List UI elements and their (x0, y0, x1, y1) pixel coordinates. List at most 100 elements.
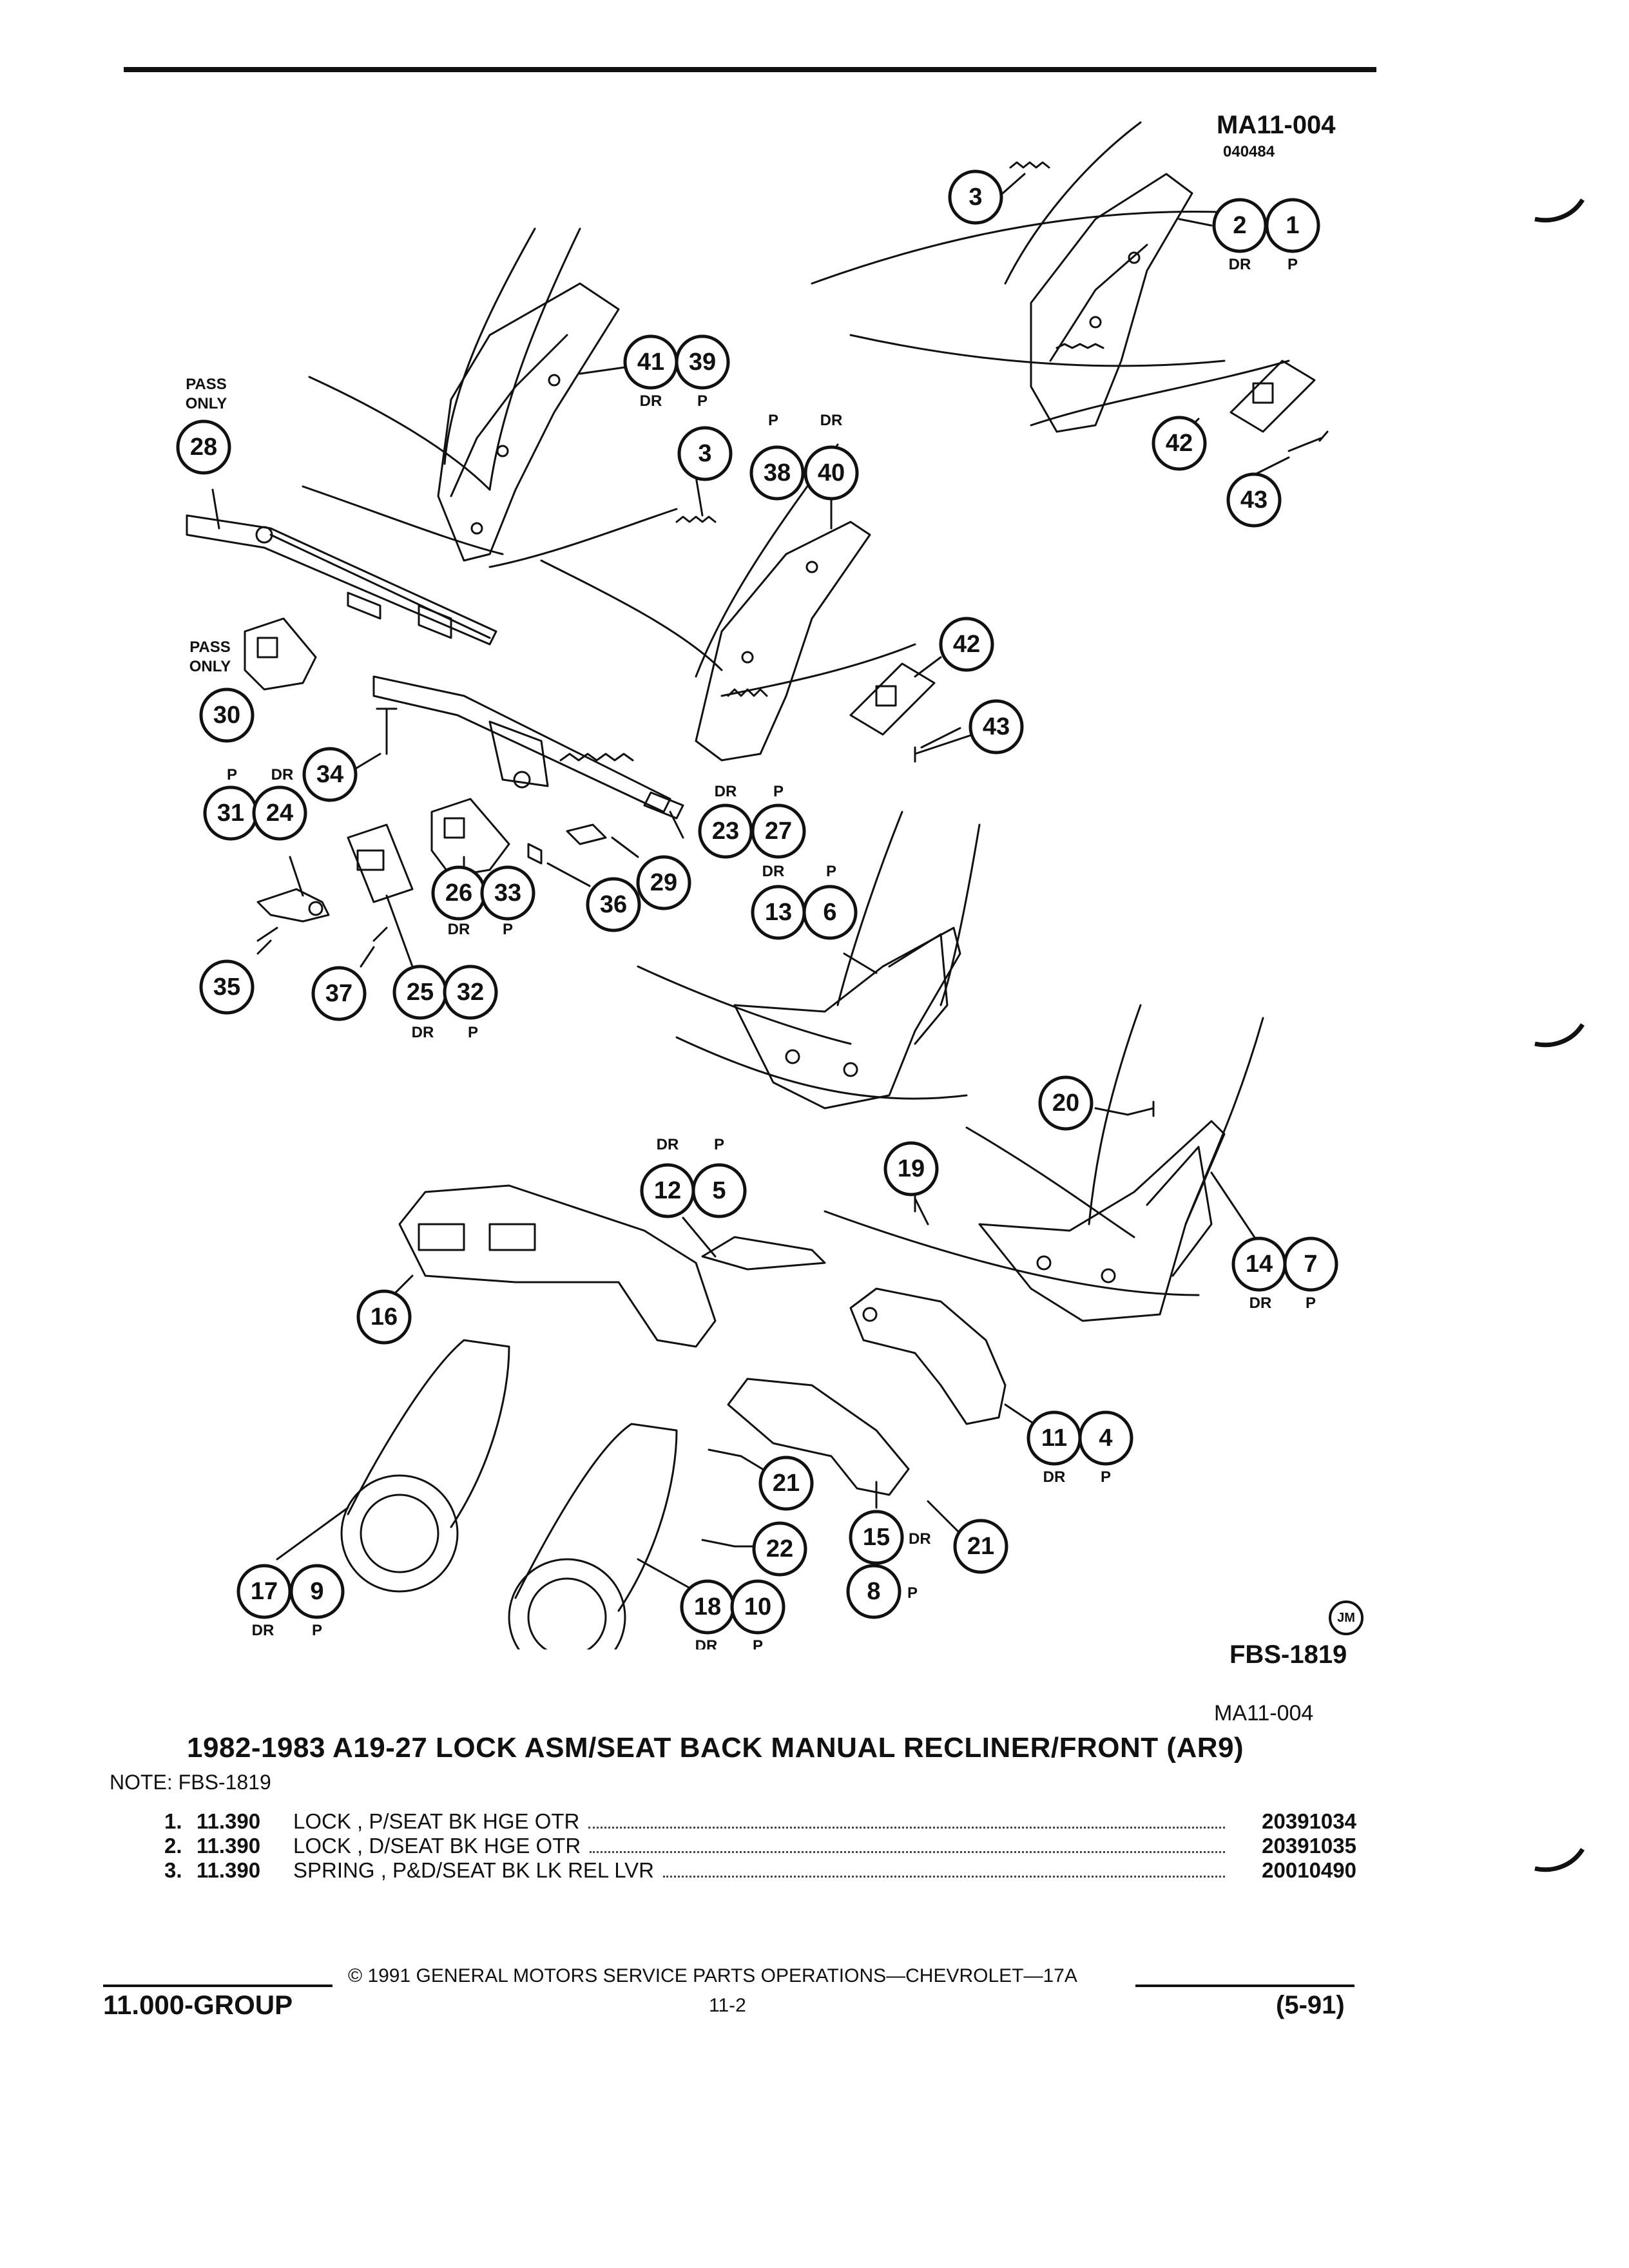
callout-number: 37 (325, 980, 352, 1007)
part-group: 11.390 (197, 1834, 261, 1858)
actuator-rod (643, 791, 684, 820)
bushing (849, 662, 936, 736)
part-index: 2. (164, 1834, 182, 1858)
seat-back-contour (1004, 121, 1142, 285)
footer-page-number: 11-2 (709, 1995, 746, 2016)
spring (675, 515, 717, 523)
part-group: 11.390 (197, 1858, 261, 1882)
callout-number: 24 (266, 800, 293, 827)
seat-back-contour (443, 227, 536, 465)
callout-number: 12 (654, 1177, 681, 1204)
lock-assembly (1030, 173, 1193, 433)
callout-number: 40 (818, 459, 845, 486)
callout-number: 3 (969, 184, 982, 211)
callout-number: 36 (600, 891, 627, 918)
screw (1126, 1100, 1155, 1117)
hinge-bracket (733, 927, 961, 1110)
seat-back-contour (488, 508, 678, 568)
callout-number: 7 (1304, 1251, 1317, 1278)
part-description: SPRING , P&D/SEAT BK LK REL LVR (293, 1858, 654, 1882)
side-label: DR (820, 412, 843, 429)
callout-number: 20 (1052, 1090, 1079, 1117)
part-description: LOCK , D/SEAT BK HGE OTR (293, 1834, 581, 1858)
side-label: DR (1229, 256, 1251, 273)
part-description: LOCK , P/SEAT BK HGE OTR (293, 1809, 580, 1833)
seat-back-contour (540, 559, 723, 671)
spring (1009, 161, 1050, 169)
top-rule (124, 67, 1376, 72)
callout-number: 18 (694, 1593, 721, 1620)
callout-number: 2 (1233, 212, 1246, 239)
knob-cover (347, 1339, 510, 1528)
callout-number: 17 (251, 1578, 278, 1605)
callout-number: 42 (953, 631, 980, 658)
parts-row: 2. 11.390 LOCK , D/SEAT BK HGE OTR 20391… (164, 1834, 1356, 1858)
page-title: 1982-1983 A19-27 LOCK ASM/SEAT BACK MANU… (187, 1732, 1244, 1763)
seat-frame-contour (824, 1210, 1200, 1296)
parts-row: 1. 11.390 LOCK , P/SEAT BK HGE OTR 20391… (164, 1809, 1356, 1834)
screw (708, 1448, 742, 1457)
callout-number: 16 (371, 1303, 398, 1331)
side-label: P (227, 766, 237, 783)
side-label: DR (271, 766, 294, 783)
seat-back-contour (308, 376, 491, 491)
actuator-rod (488, 720, 549, 787)
knob-cover (514, 1423, 678, 1612)
pass-only-note: ONLY (186, 395, 227, 412)
side-cover (398, 1184, 717, 1348)
callout-number: 28 (190, 434, 217, 461)
callout-number: 25 (407, 979, 434, 1006)
side-label: DR (1043, 1468, 1066, 1486)
dot-leader (590, 1851, 1225, 1853)
hinge-bracket (978, 1120, 1226, 1322)
callout-number: 14 (1246, 1251, 1273, 1278)
side-label: DR (640, 392, 662, 410)
callout-number: 27 (765, 818, 792, 845)
hinge-bracket (1146, 1146, 1213, 1277)
callout-number: 13 (765, 899, 792, 926)
release-handle (701, 1236, 826, 1271)
part-group: 11.390 (197, 1809, 261, 1833)
callout-number: 33 (494, 879, 521, 907)
release-lever (256, 888, 330, 923)
seat-back-contour (811, 211, 1239, 285)
hinge-assembly (437, 282, 620, 562)
hinge-assembly (450, 334, 568, 497)
part-index: 1. (164, 1809, 182, 1833)
screw (914, 733, 974, 763)
side-label: P (1287, 256, 1298, 273)
scan-mark (1534, 1023, 1585, 1048)
callouts (176, 169, 1338, 1635)
fbs-code: FBS-1819 (1229, 1640, 1347, 1669)
spring (1055, 343, 1104, 349)
side-label: P (503, 921, 513, 938)
callout-number: 26 (445, 879, 472, 907)
side-label: P (1101, 1468, 1111, 1486)
side-label-dr-15: DR (909, 1530, 931, 1548)
pass-only-note: ONLY (189, 658, 231, 675)
callout-number: 35 (213, 974, 240, 1001)
side-label: P (1306, 1294, 1316, 1312)
side-label: DR (448, 921, 470, 938)
bracket (430, 798, 510, 878)
part-index: 3. (164, 1858, 182, 1882)
seat-frame-contour (675, 1036, 968, 1100)
seat-frame-contour (1088, 1004, 1142, 1225)
callout-number: 30 (213, 702, 240, 729)
parts-list: 1. 11.390 LOCK , P/SEAT BK HGE OTR 20391… (164, 1809, 1356, 1883)
jm-logo: JM (1329, 1600, 1364, 1635)
seat-back-contour (488, 227, 581, 491)
callout-number: 3 (698, 440, 711, 467)
callout-number: 9 (310, 1578, 323, 1605)
callout-number: 22 (766, 1535, 793, 1562)
ma-code-bottom: MA11-004 (1214, 1701, 1314, 1725)
seat-back-contour (302, 485, 504, 555)
footer-copyright: © 1991 GENERAL MOTORS SERVICE PARTS OPER… (348, 1965, 1077, 1986)
side-label: P (697, 392, 708, 410)
actuator-rod (269, 533, 491, 639)
part-number: 20391035 (1262, 1834, 1356, 1858)
callout-number: 6 (823, 899, 836, 926)
side-label: DR (412, 1024, 434, 1041)
side-label: DR (252, 1622, 275, 1639)
note-line: NOTE: FBS-1819 (110, 1771, 271, 1794)
